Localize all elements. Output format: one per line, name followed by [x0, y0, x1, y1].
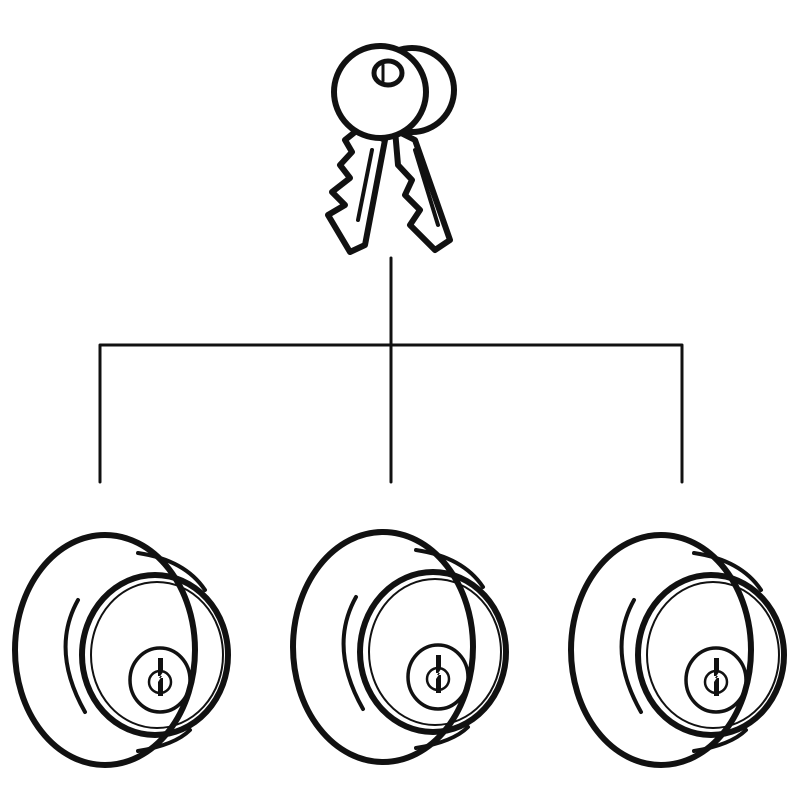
connector-lines [98, 256, 684, 484]
door-lock-icon-1 [15, 535, 228, 765]
door-lock-icon-2 [293, 532, 506, 762]
door-lock-icon-3 [571, 535, 784, 765]
keys-icon [325, 43, 457, 255]
